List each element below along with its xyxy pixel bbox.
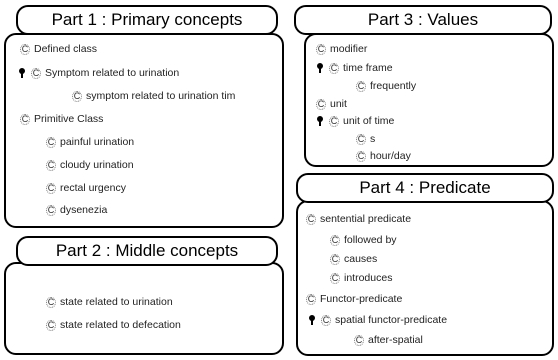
item-label: hour/day	[370, 150, 411, 162]
part4-title: Part 4 : Predicate	[296, 173, 554, 203]
key-icon	[308, 315, 317, 325]
class-c-icon: C	[356, 150, 366, 162]
item-label: frequently	[370, 80, 417, 92]
item-label: spatial functor-predicate	[335, 314, 448, 326]
part1-item-dysenezia[interactable]: C dysenezia	[46, 204, 107, 216]
part1-item-defined-class[interactable]: C Defined class	[20, 43, 97, 55]
part1-item-cloudy-urination[interactable]: C cloudy urination	[46, 159, 134, 171]
item-label: time frame	[343, 62, 393, 74]
part1-item-symptom-urination-time[interactable]: C symptom related to urination tim	[72, 90, 282, 102]
key-icon	[316, 116, 325, 126]
part2-item-state-urination[interactable]: C state related to urination	[46, 296, 173, 308]
item-label: cloudy urination	[60, 159, 134, 171]
class-c-icon: C	[46, 204, 56, 216]
part1-item-painful-urination[interactable]: C painful urination	[46, 136, 134, 148]
item-label: followed by	[344, 234, 397, 246]
class-c-icon: C	[46, 136, 56, 148]
item-label: causes	[344, 253, 378, 265]
item-label: Symptom related to urination	[45, 67, 180, 79]
item-label: introduces	[344, 272, 393, 284]
part4-item-after-spatial[interactable]: C after-spatial	[354, 334, 423, 346]
class-c-icon: C	[306, 293, 316, 305]
class-c-icon: C	[356, 80, 366, 92]
class-c-icon: C	[356, 133, 366, 145]
item-label: state related to urination	[60, 296, 173, 308]
part3-item-unit-of-time[interactable]: C unit of time	[316, 115, 394, 127]
class-c-icon: C	[31, 67, 41, 79]
part4-item-functor-predicate[interactable]: C Functor-predicate	[306, 293, 402, 305]
class-c-icon: C	[321, 314, 331, 326]
class-c-icon: C	[330, 234, 340, 246]
key-icon	[316, 63, 325, 73]
part3-item-modifier[interactable]: C modifier	[316, 43, 367, 55]
class-c-icon: C	[20, 43, 30, 55]
item-label: symptom related to urination tim	[86, 90, 236, 102]
class-c-icon: C	[329, 62, 339, 74]
class-c-icon: C	[72, 90, 82, 102]
item-label: after-spatial	[368, 334, 423, 346]
item-label: s	[370, 133, 376, 145]
part3-title: Part 3 : Values	[294, 5, 552, 35]
part1-title: Part 1 : Primary concepts	[16, 5, 278, 35]
item-label: state related to defecation	[60, 319, 181, 331]
class-c-icon: C	[354, 334, 364, 346]
class-c-icon: C	[46, 319, 56, 331]
key-icon	[18, 68, 27, 78]
item-label: unit of time	[343, 115, 395, 127]
part2-title: Part 2 : Middle concepts	[16, 236, 278, 266]
class-c-icon: C	[330, 272, 340, 284]
class-c-icon: C	[316, 98, 326, 110]
item-label: Defined class	[34, 43, 98, 55]
part1-item-symptom-urination[interactable]: C Symptom related to urination	[18, 67, 179, 79]
part1-item-rectal-urgency[interactable]: C rectal urgency	[46, 182, 126, 194]
item-label: sentential predicate	[320, 213, 412, 225]
part3-item-unit[interactable]: C unit	[316, 98, 347, 110]
part3-item-hour-day[interactable]: C hour/day	[356, 150, 411, 162]
item-label: Functor-predicate	[320, 293, 403, 305]
item-label: unit	[330, 98, 347, 110]
part4-item-causes[interactable]: C causes	[330, 253, 377, 265]
part1-item-primitive-class[interactable]: C Primitive Class	[20, 113, 103, 125]
item-label: dysenezia	[60, 204, 108, 216]
part3-item-frequently[interactable]: C frequently	[356, 80, 416, 92]
part2-panel	[4, 262, 284, 355]
item-label: painful urination	[60, 136, 135, 148]
part2-item-state-defecation[interactable]: C state related to defecation	[46, 319, 181, 331]
class-c-icon: C	[20, 113, 30, 125]
class-c-icon: C	[329, 115, 339, 127]
class-c-icon: C	[316, 43, 326, 55]
class-c-icon: C	[46, 182, 56, 194]
part4-item-spatial-functor-predicate[interactable]: C spatial functor-predicate	[308, 314, 447, 326]
class-c-icon: C	[330, 253, 340, 265]
item-label: modifier	[330, 43, 368, 55]
part4-item-introduces[interactable]: C introduces	[330, 272, 392, 284]
part3-item-time-frame[interactable]: C time frame	[316, 62, 393, 74]
part3-item-s[interactable]: C s	[356, 133, 375, 145]
part4-item-sentential-predicate[interactable]: C sentential predicate	[306, 213, 411, 225]
class-c-icon: C	[46, 296, 56, 308]
item-label: Primitive Class	[34, 113, 104, 125]
class-c-icon: C	[46, 159, 56, 171]
item-label: rectal urgency	[60, 182, 126, 194]
part4-item-followed-by[interactable]: C followed by	[330, 234, 397, 246]
part1-panel	[4, 33, 284, 228]
class-c-icon: C	[306, 213, 316, 225]
